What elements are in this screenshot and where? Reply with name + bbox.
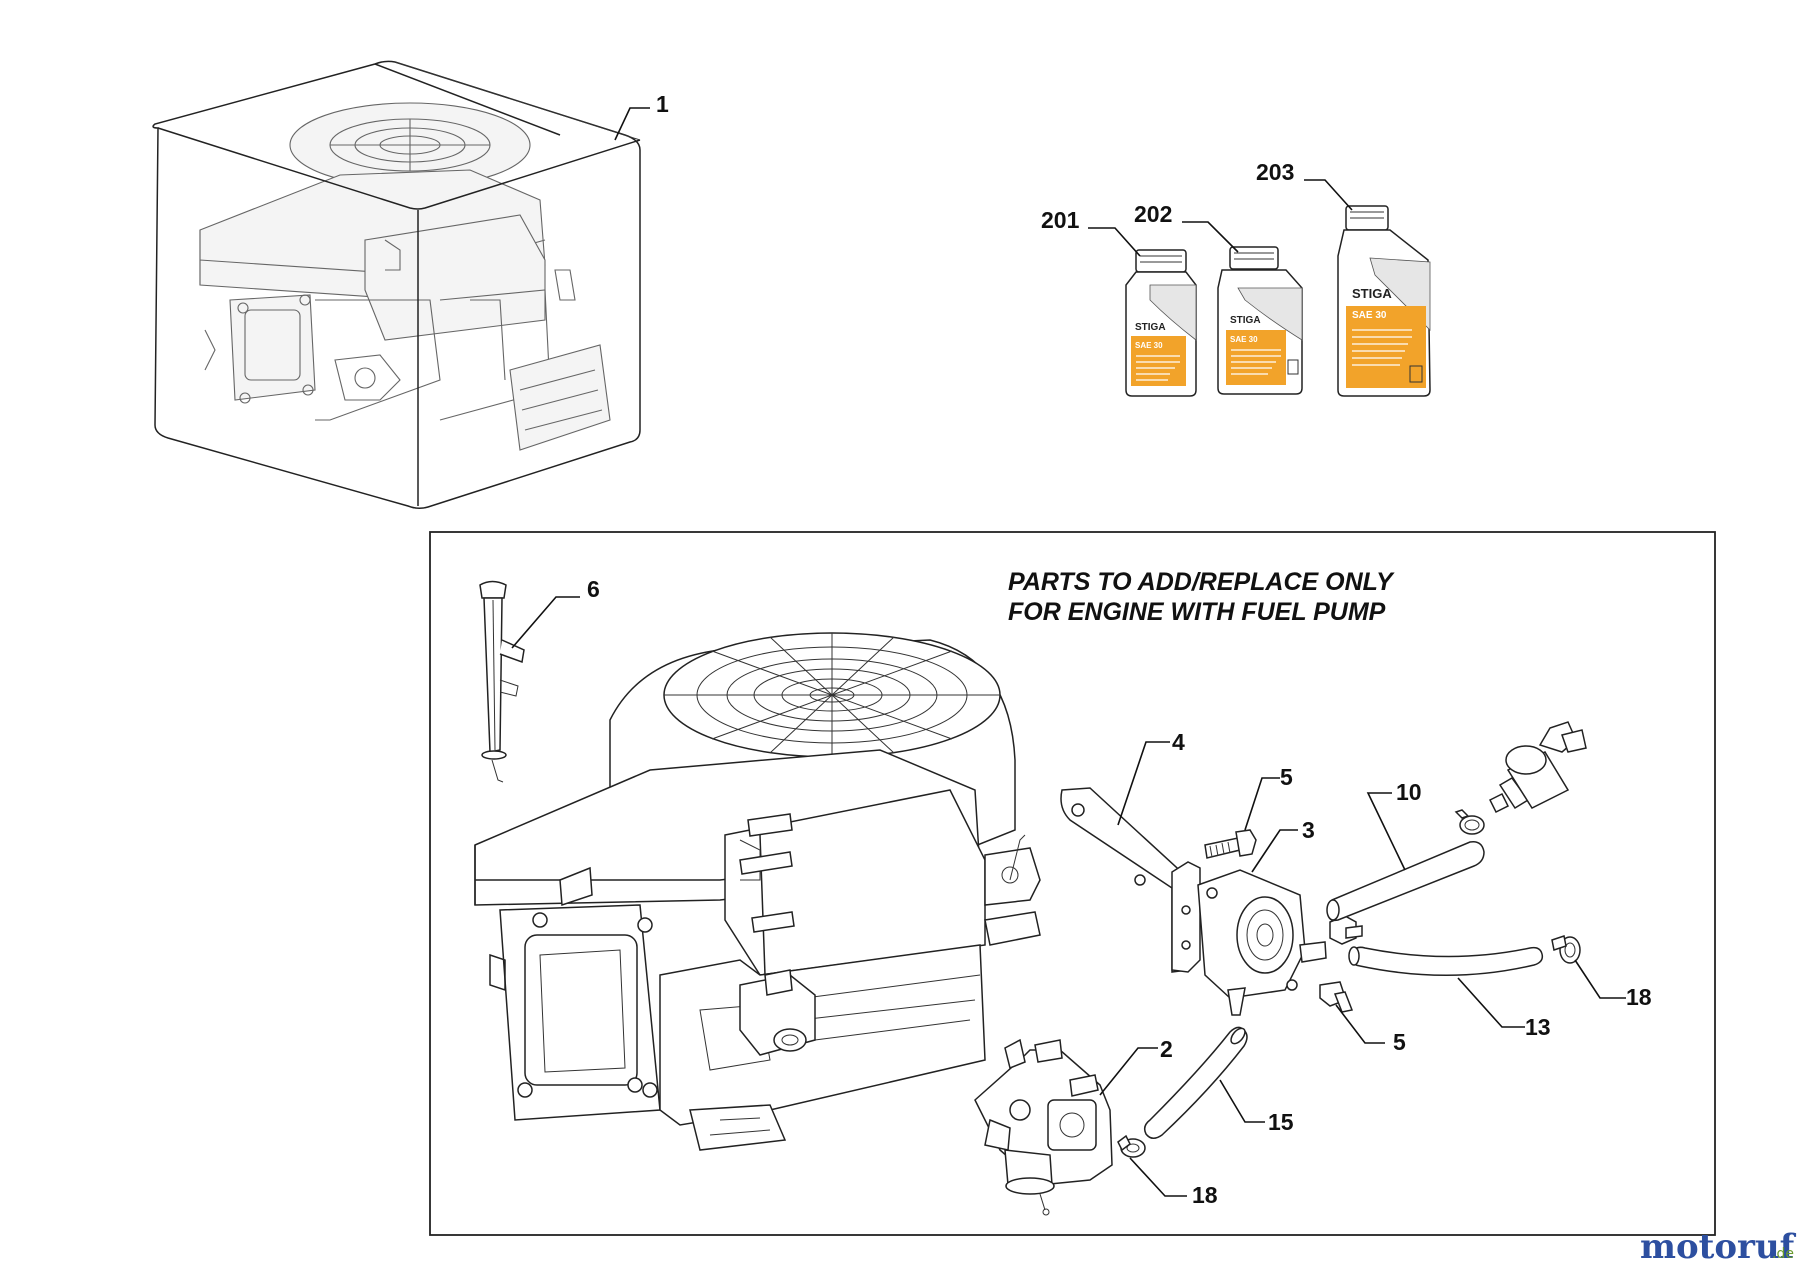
callout-1: 1: [656, 91, 669, 117]
callout-4: 4: [1172, 729, 1185, 755]
callout-5-upper: 5: [1280, 764, 1293, 790]
callout-13: 13: [1525, 1014, 1551, 1040]
fuel-pump-bracket: [1060, 787, 1201, 973]
fuel-hose-long: [1348, 946, 1544, 976]
callout-1-leader: [614, 107, 650, 141]
watermark-text: motoruf: [1640, 1227, 1797, 1267]
callout-3: 3: [1302, 817, 1315, 843]
bottle-201-label: [1131, 336, 1186, 386]
fuel-hose-short: [1326, 840, 1485, 922]
callout-201-leader: [1088, 227, 1141, 257]
callout-18-right: 18: [1626, 984, 1652, 1010]
bottle-203-brand: STIGA: [1352, 286, 1392, 301]
bolt-lower: [1319, 981, 1354, 1013]
fuel-filter: [1488, 721, 1587, 814]
fuel-pump-parts-frame: [429, 531, 1716, 1236]
oil-bottle-201: STIGA SAE 30: [1125, 249, 1197, 397]
hose-clamp-right: [1551, 935, 1581, 964]
callout-3-leader: [1251, 829, 1298, 873]
bolt-upper: [1204, 829, 1257, 859]
bottle-203-label: [1346, 306, 1426, 388]
hose-clamp-upper: [1454, 809, 1485, 835]
hose-clamp-lower: [1117, 1134, 1146, 1158]
bottle-202-grade: SAE 30: [1230, 335, 1258, 344]
note-line-1: PARTS TO ADD/REPLACE ONLY: [1008, 568, 1395, 596]
callout-18-lower: 18: [1192, 1182, 1218, 1208]
callout-5b-leader: [1335, 1004, 1385, 1044]
bottle-202-label: [1226, 330, 1286, 385]
callout-15-leader: [1219, 1079, 1265, 1123]
bottle-202-brand: STIGA: [1230, 315, 1261, 326]
callout-15: 15: [1268, 1109, 1294, 1135]
callout-202: 202: [1134, 201, 1172, 227]
bottle-201-grade: SAE 30: [1135, 341, 1163, 350]
note-line-2: FOR ENGINE WITH FUEL PUMP: [1008, 598, 1386, 626]
callout-10-leader: [1366, 792, 1406, 871]
oil-bottle-202: STIGA SAE 30: [1217, 246, 1303, 395]
dipstick-tube: [479, 580, 525, 783]
engine: [474, 632, 1041, 1151]
watermark-logo: motoruf .de: [1640, 1227, 1797, 1267]
callout-5-lower: 5: [1393, 1029, 1406, 1055]
callout-203: 203: [1256, 159, 1294, 185]
oil-bottles: STIGA SAE 30 201 STIGA SAE 30: [1041, 159, 1431, 397]
callout-6-leader: [511, 596, 580, 649]
fuel-hose-carburettor: [1143, 1026, 1248, 1139]
oil-bottle-203: STIGA SAE 30: [1337, 205, 1431, 397]
callout-2-leader: [1099, 1047, 1158, 1096]
callout-202-leader: [1182, 221, 1239, 253]
callout-6: 6: [587, 576, 600, 602]
callout-13-leader: [1457, 977, 1525, 1028]
watermark-suffix: .de: [1772, 1246, 1794, 1262]
callout-5a-leader: [1244, 777, 1280, 831]
callout-201: 201: [1041, 207, 1080, 233]
callout-4-leader: [1117, 741, 1170, 826]
engine-box-assembly: 1: [152, 60, 669, 510]
callout-18a-leader: [1574, 959, 1626, 999]
callout-203-leader: [1304, 179, 1353, 211]
packaging-box: [152, 60, 641, 510]
fuel-pump: [1197, 869, 1327, 1016]
bottle-201-brand: STIGA: [1135, 322, 1166, 333]
callout-18b-leader: [1129, 1157, 1187, 1197]
engine-ghost-drawing: [199, 102, 611, 451]
callout-2: 2: [1160, 1036, 1173, 1062]
callout-10: 10: [1396, 779, 1422, 805]
bottle-203-grade: SAE 30: [1352, 310, 1387, 321]
carburettor: [974, 1038, 1113, 1216]
